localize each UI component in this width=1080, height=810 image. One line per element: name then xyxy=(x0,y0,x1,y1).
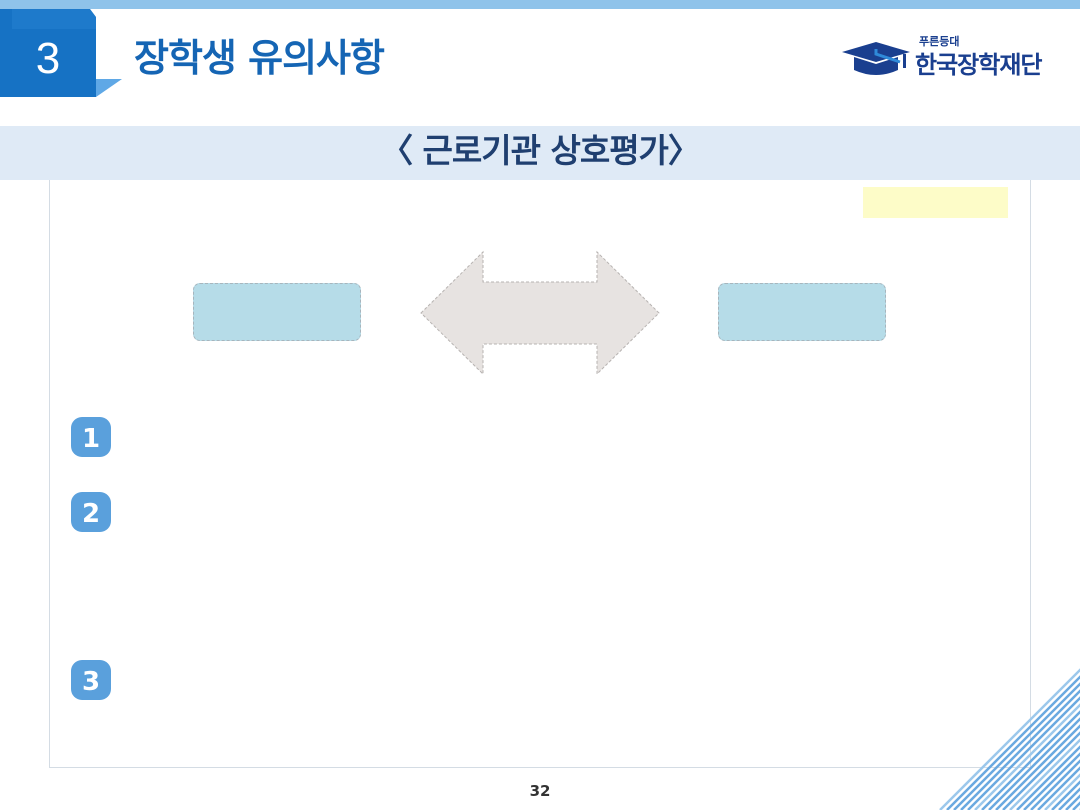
page-title: 장학생 유의사항 xyxy=(134,36,385,80)
graduation-cap-icon xyxy=(842,42,910,75)
stripe-line xyxy=(1037,620,1080,810)
stripe-line xyxy=(939,620,1080,810)
stripe-line xyxy=(995,620,1080,810)
stripe-line xyxy=(981,620,1080,810)
step-3-number: 3 xyxy=(82,667,100,697)
stripe-line xyxy=(988,620,1080,810)
page-number: 32 xyxy=(529,782,551,800)
double-arrow-icon xyxy=(420,250,660,376)
section-subtitle: 〈 근로기관 상호평가〉 xyxy=(380,131,701,170)
section-badge-shape xyxy=(0,9,122,97)
stripe-line xyxy=(946,620,1080,810)
subtitle-band: 〈 근로기관 상호평가〉 xyxy=(0,126,1080,180)
stripe-line xyxy=(1002,620,1080,810)
evaluator-box-right xyxy=(718,283,886,341)
stripe-line xyxy=(1016,620,1080,810)
stripe-line xyxy=(1023,620,1080,810)
stripe-line xyxy=(953,620,1080,810)
step-3-badge: 3 xyxy=(71,660,111,700)
foundation-logo: 푸른등대 한국장학재단 xyxy=(840,34,1060,84)
section-badge: 3 xyxy=(0,9,122,97)
stripe-line xyxy=(1044,620,1080,810)
evaluator-box-left xyxy=(193,283,361,341)
step-2-number: 2 xyxy=(82,499,100,529)
corner-stripe-decoration xyxy=(939,620,1080,810)
stripe-line xyxy=(974,620,1080,810)
section-number: 3 xyxy=(35,34,61,83)
stripe-line xyxy=(1030,620,1080,810)
logo-tagline: 푸른등대 xyxy=(919,35,960,48)
logo-name: 한국장학재단 xyxy=(915,51,1042,79)
stripe-line xyxy=(960,620,1080,810)
stripe-line xyxy=(1009,620,1080,810)
top-accent-bar xyxy=(0,0,1080,9)
step-1-number: 1 xyxy=(82,424,100,454)
content-frame xyxy=(49,180,1031,768)
stripe-line xyxy=(967,620,1080,810)
step-2-badge: 2 xyxy=(71,492,111,532)
step-1-badge: 1 xyxy=(71,417,111,457)
highlight-note-box xyxy=(863,187,1008,218)
